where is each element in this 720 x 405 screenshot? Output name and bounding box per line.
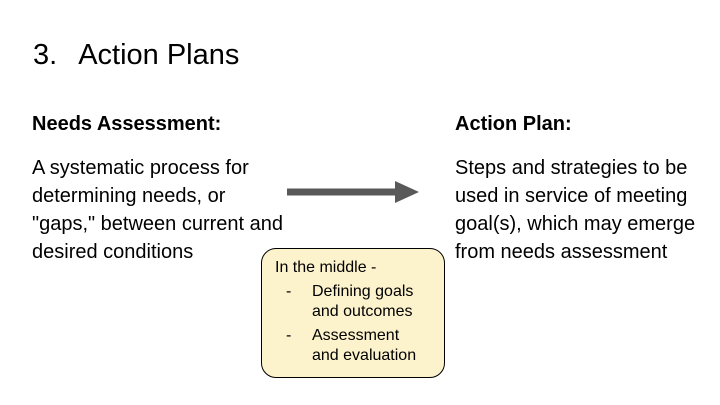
body-line: A systematic process for — [32, 157, 249, 179]
body-line: determining needs, or — [32, 185, 226, 207]
body-line: used in service of meeting — [455, 185, 688, 207]
title-number: 3. — [33, 39, 58, 71]
callout-bullet-list: - Defining goals and outcomes - Assessme… — [275, 282, 438, 366]
bullet-text: Defining goals and outcomes — [312, 282, 438, 322]
bullet-dash: - — [286, 283, 292, 300]
callout-box: In the middle - - Defining goals and out… — [261, 248, 445, 378]
body-line: Steps and strategies to be — [455, 157, 688, 179]
right-column-header: Action Plan: — [455, 113, 572, 135]
body-line: desired conditions — [32, 241, 194, 263]
page-title: 3. Action Plans — [33, 41, 239, 70]
callout-intro: In the middle - — [275, 259, 377, 276]
bullet-line: and evaluation — [312, 347, 417, 364]
callout-bullet-item: - Assessment and evaluation — [275, 326, 438, 366]
left-column-body: A systematic process for determining nee… — [32, 154, 283, 266]
body-line: "gaps," between current and — [32, 213, 284, 235]
callout-bullet-item: - Defining goals and outcomes — [275, 282, 438, 322]
bullet-dash: - — [286, 327, 292, 344]
arrow-right-icon — [287, 181, 420, 203]
bullet-line: and outcomes — [312, 303, 413, 320]
bullet-line: Assessment — [312, 327, 400, 344]
right-column-body: Steps and strategies to be used in servi… — [455, 154, 695, 266]
body-line: from needs assessment — [455, 241, 668, 263]
bullet-line: Defining goals — [312, 283, 414, 300]
title-text: Action Plans — [78, 39, 240, 71]
body-line: goal(s), which may emerge — [455, 213, 696, 235]
left-column-header: Needs Assessment: — [32, 113, 222, 135]
bullet-text: Assessment and evaluation — [312, 326, 438, 366]
